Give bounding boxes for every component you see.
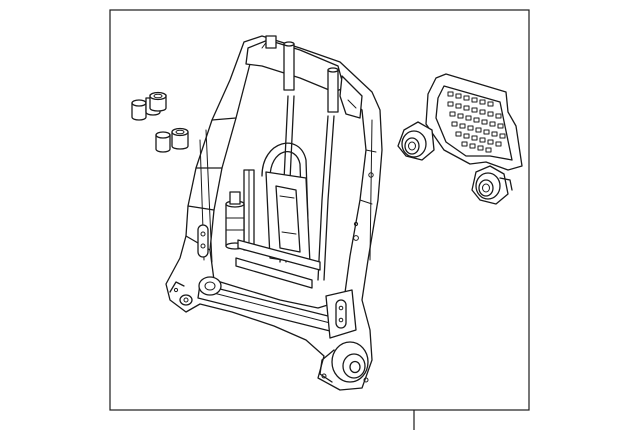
diagram-border xyxy=(109,9,530,411)
seat-back-rear-panel xyxy=(397,73,523,205)
recliner-mechanism xyxy=(319,341,369,383)
seat-back-frame xyxy=(165,35,383,391)
rear-panel-grommet-left xyxy=(397,121,435,161)
headrest-guide-bushing-upper xyxy=(131,91,167,121)
rear-panel-grommet-right xyxy=(471,165,513,205)
headrest-guide-bushing-lower xyxy=(155,127,189,153)
lumbar-adjuster xyxy=(225,191,245,250)
rear-panel-ventilation-grid xyxy=(447,91,506,153)
